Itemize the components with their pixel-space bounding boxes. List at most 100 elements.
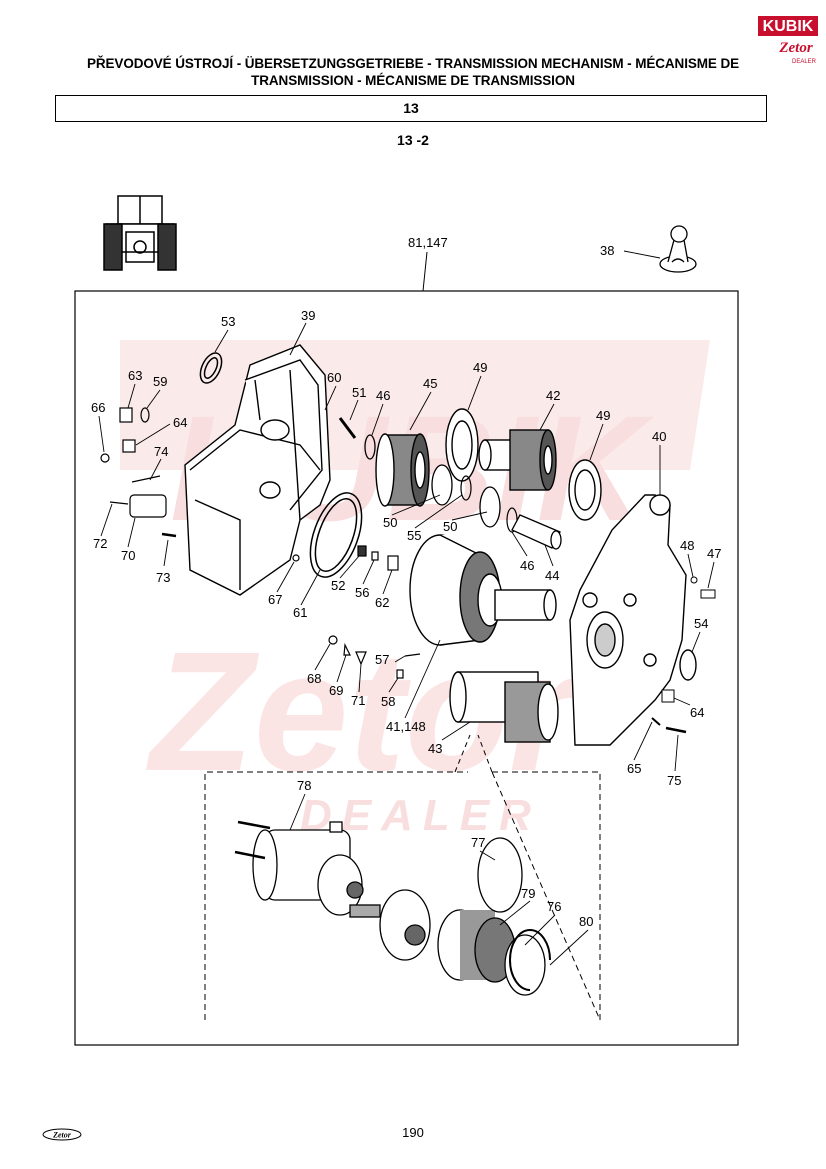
label-64b: 64	[690, 705, 704, 720]
part-73	[161, 532, 177, 538]
subsection-number: 13 -2	[397, 132, 429, 148]
logo-dealer-text: DEALER	[792, 59, 817, 65]
seal-54	[679, 649, 697, 681]
label-56: 56	[355, 585, 369, 600]
label-79: 79	[521, 886, 535, 901]
part-58	[396, 669, 404, 679]
clutch-drum	[409, 534, 557, 646]
label-69: 69	[329, 683, 343, 698]
shaft-44	[511, 514, 562, 550]
label-63: 63	[128, 368, 142, 383]
part-67	[292, 554, 300, 562]
section-number: 13	[403, 100, 419, 116]
part-57	[404, 653, 421, 657]
label-57: 57	[375, 652, 389, 667]
part-70	[129, 494, 167, 518]
label-72: 72	[93, 536, 107, 551]
assembly-leader	[422, 251, 428, 292]
gear-42	[478, 429, 557, 491]
label-78: 78	[297, 778, 311, 793]
label-41-148: 41,148	[386, 719, 426, 734]
label-50b: 50	[443, 519, 457, 534]
part-71	[355, 651, 367, 666]
snap-ring-80	[509, 929, 551, 991]
part-63	[119, 407, 133, 423]
footer-logo-text: Zetor	[52, 1131, 72, 1140]
label-53: 53	[221, 314, 235, 329]
gear-knob	[659, 225, 697, 273]
right-housing	[569, 494, 687, 746]
logo-zetor-text: Zetor	[778, 40, 812, 56]
part-75	[665, 726, 687, 734]
label-49a: 49	[473, 360, 487, 375]
bearing-50b	[479, 486, 501, 528]
gear-45	[375, 433, 430, 507]
label-66: 66	[91, 400, 105, 415]
part-65	[651, 717, 661, 726]
title-line-2: TRANSMISSION - MÉCANISME DE TRANSMISSION	[251, 73, 575, 88]
label-71: 71	[351, 693, 365, 708]
label-40: 40	[652, 429, 666, 444]
label-74: 74	[154, 444, 168, 459]
kubik-zetor-logo: KUBIK Zetor DEALER	[756, 14, 820, 68]
label-assembly: 81,147	[408, 235, 448, 250]
part-72	[109, 501, 129, 505]
label-51: 51	[352, 385, 366, 400]
label-75: 75	[667, 773, 681, 788]
part-64b	[661, 689, 675, 703]
clutch-pack-43	[449, 671, 559, 743]
part-labels: 81,147 53 39 63 59 60 51 46 45 49 42 49 …	[91, 235, 721, 929]
label-39: 39	[301, 308, 315, 323]
label-46a: 46	[376, 388, 390, 403]
page-number: 190	[402, 1125, 424, 1140]
ring-55	[460, 475, 472, 501]
label-50a: 50	[383, 515, 397, 530]
oring-77	[477, 837, 523, 913]
label-52: 52	[331, 578, 345, 593]
label-77: 77	[471, 835, 485, 850]
label-48: 48	[680, 538, 694, 553]
part-47	[700, 589, 716, 599]
label-76: 76	[547, 899, 561, 914]
part-69	[343, 642, 351, 656]
title-line-1: PŘEVODOVÉ ÚSTROJÍ - ÜBERSETZUNGSGETRIEBE…	[86, 56, 740, 71]
label-59: 59	[153, 374, 167, 389]
label-42: 42	[546, 388, 560, 403]
label-46b: 46	[520, 558, 534, 573]
leader-lines	[98, 250, 715, 966]
label-44: 44	[545, 568, 559, 583]
label-62: 62	[375, 595, 389, 610]
label-47: 47	[707, 546, 721, 561]
label-64a: 64	[173, 415, 187, 430]
tractor-thumbnail	[103, 195, 177, 271]
label-49b: 49	[596, 408, 610, 423]
part-66	[100, 453, 110, 463]
label-73: 73	[156, 570, 170, 585]
label-68: 68	[307, 671, 321, 686]
left-housing	[184, 344, 331, 596]
gasket-61	[309, 492, 363, 578]
label-80: 80	[579, 914, 593, 929]
ring-46a	[364, 434, 376, 460]
footer-zetor-logo: Zetor	[42, 1128, 82, 1141]
label-58: 58	[381, 694, 395, 709]
label-55: 55	[407, 528, 421, 543]
part-52	[357, 545, 367, 557]
label-67: 67	[268, 592, 282, 607]
section-number-box: 13	[55, 95, 767, 122]
label-45: 45	[423, 376, 437, 391]
page-title: PŘEVODOVÉ ÚSTROJÍ - ÜBERSETZUNGSGETRIEBE…	[60, 55, 766, 89]
label-38: 38	[600, 243, 614, 258]
label-70: 70	[121, 548, 135, 563]
small-parts	[100, 407, 421, 679]
part-64a	[122, 439, 136, 453]
label-54: 54	[694, 616, 708, 631]
label-65: 65	[627, 761, 641, 776]
seal-53	[199, 352, 223, 384]
assembly-frame	[74, 290, 739, 1046]
label-43: 43	[428, 741, 442, 756]
part-62	[387, 555, 399, 571]
part-56	[371, 551, 379, 561]
part-68	[328, 635, 338, 645]
